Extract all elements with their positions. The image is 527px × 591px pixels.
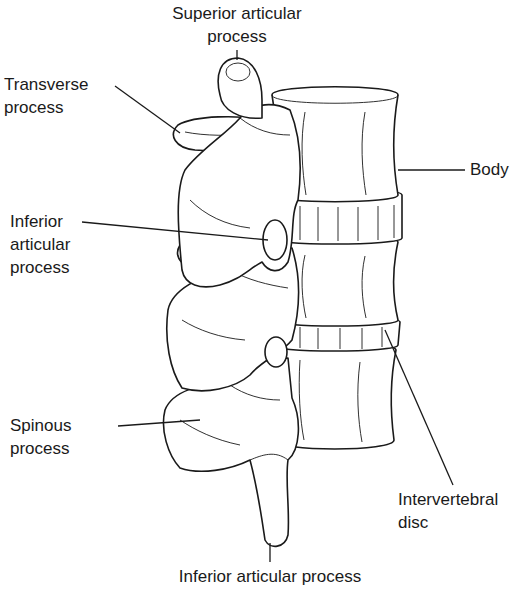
leader-line (398, 169, 465, 170)
bone-shading (180, 385, 288, 460)
part-label: Intervertebral disc (398, 488, 523, 534)
leader-line (385, 330, 453, 485)
leader-line (269, 543, 270, 562)
part-label: Transverse process (4, 73, 114, 119)
body-shading (299, 360, 362, 442)
part-label: Inferior articular process (120, 565, 420, 588)
part-label: Inferior articular process (10, 210, 100, 279)
articular-facet (226, 63, 250, 81)
disc-shading (285, 326, 382, 349)
spinous-process (178, 105, 300, 287)
bone-shading (190, 118, 290, 228)
leader-line (82, 222, 268, 240)
part-label: Superior articular process (157, 2, 317, 48)
leader-line (115, 86, 180, 133)
superior-articular-process (218, 58, 262, 118)
articular-facet (265, 337, 287, 367)
disc-shading (284, 205, 394, 241)
body-shading (302, 255, 366, 318)
leader-line (118, 420, 200, 426)
leader-line (236, 50, 237, 60)
part-label: Body (470, 158, 525, 181)
part-label: Spinous process (10, 414, 100, 460)
